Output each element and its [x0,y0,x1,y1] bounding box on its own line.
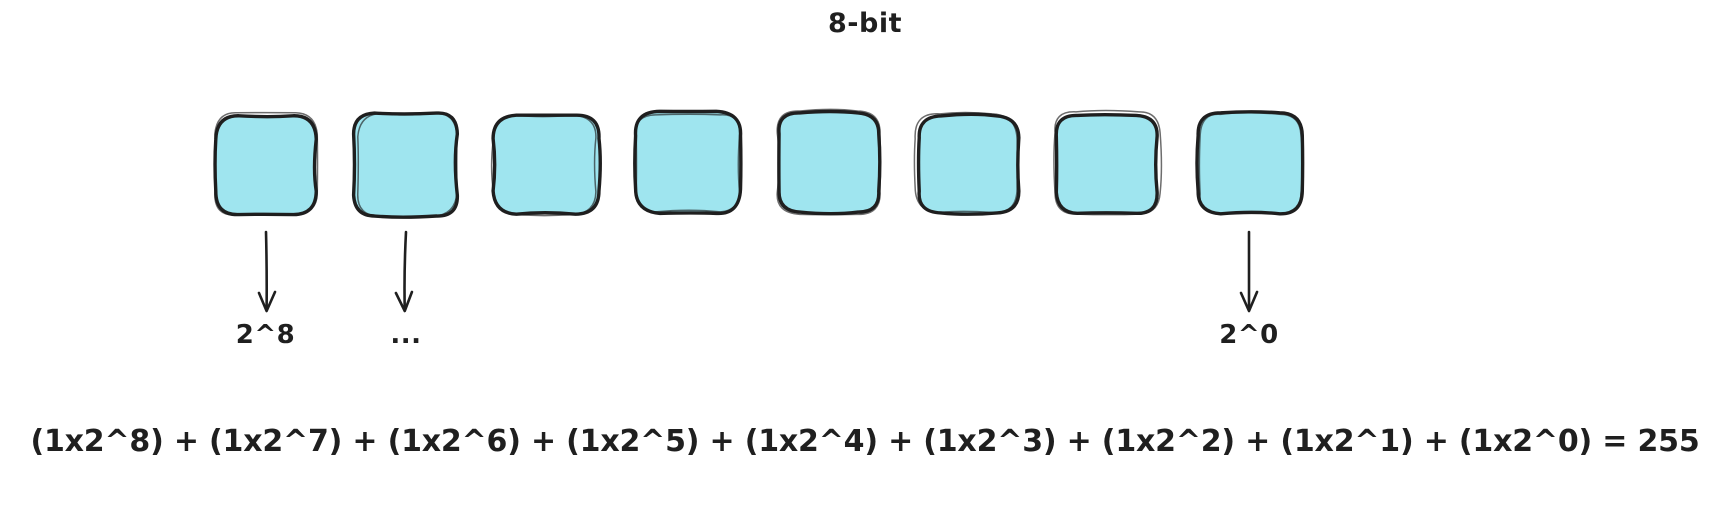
bit-power-label: 2^8 [235,320,296,350]
bit-box[interactable] [490,112,602,217]
bit-box-row [213,108,1313,219]
bit-power-label: 2^0 [1219,320,1279,350]
bit-box[interactable] [1053,109,1163,216]
down-arrow-icon [1229,230,1269,315]
bit-box[interactable] [632,109,743,216]
bit-box[interactable] [775,108,882,216]
bit-box[interactable] [1194,110,1304,216]
bit-box[interactable] [351,111,459,219]
down-arrow-icon [246,230,286,315]
down-arrow-icon [386,230,426,315]
binary-sum-equation: (1x2^8) + (1x2^7) + (1x2^6) + (1x2^5) + … [30,424,1700,459]
bit-box[interactable] [213,111,319,217]
diagram-title: 8-bit [828,8,902,39]
bit-box[interactable] [913,111,1021,216]
bit-power-label: ... [390,320,422,350]
